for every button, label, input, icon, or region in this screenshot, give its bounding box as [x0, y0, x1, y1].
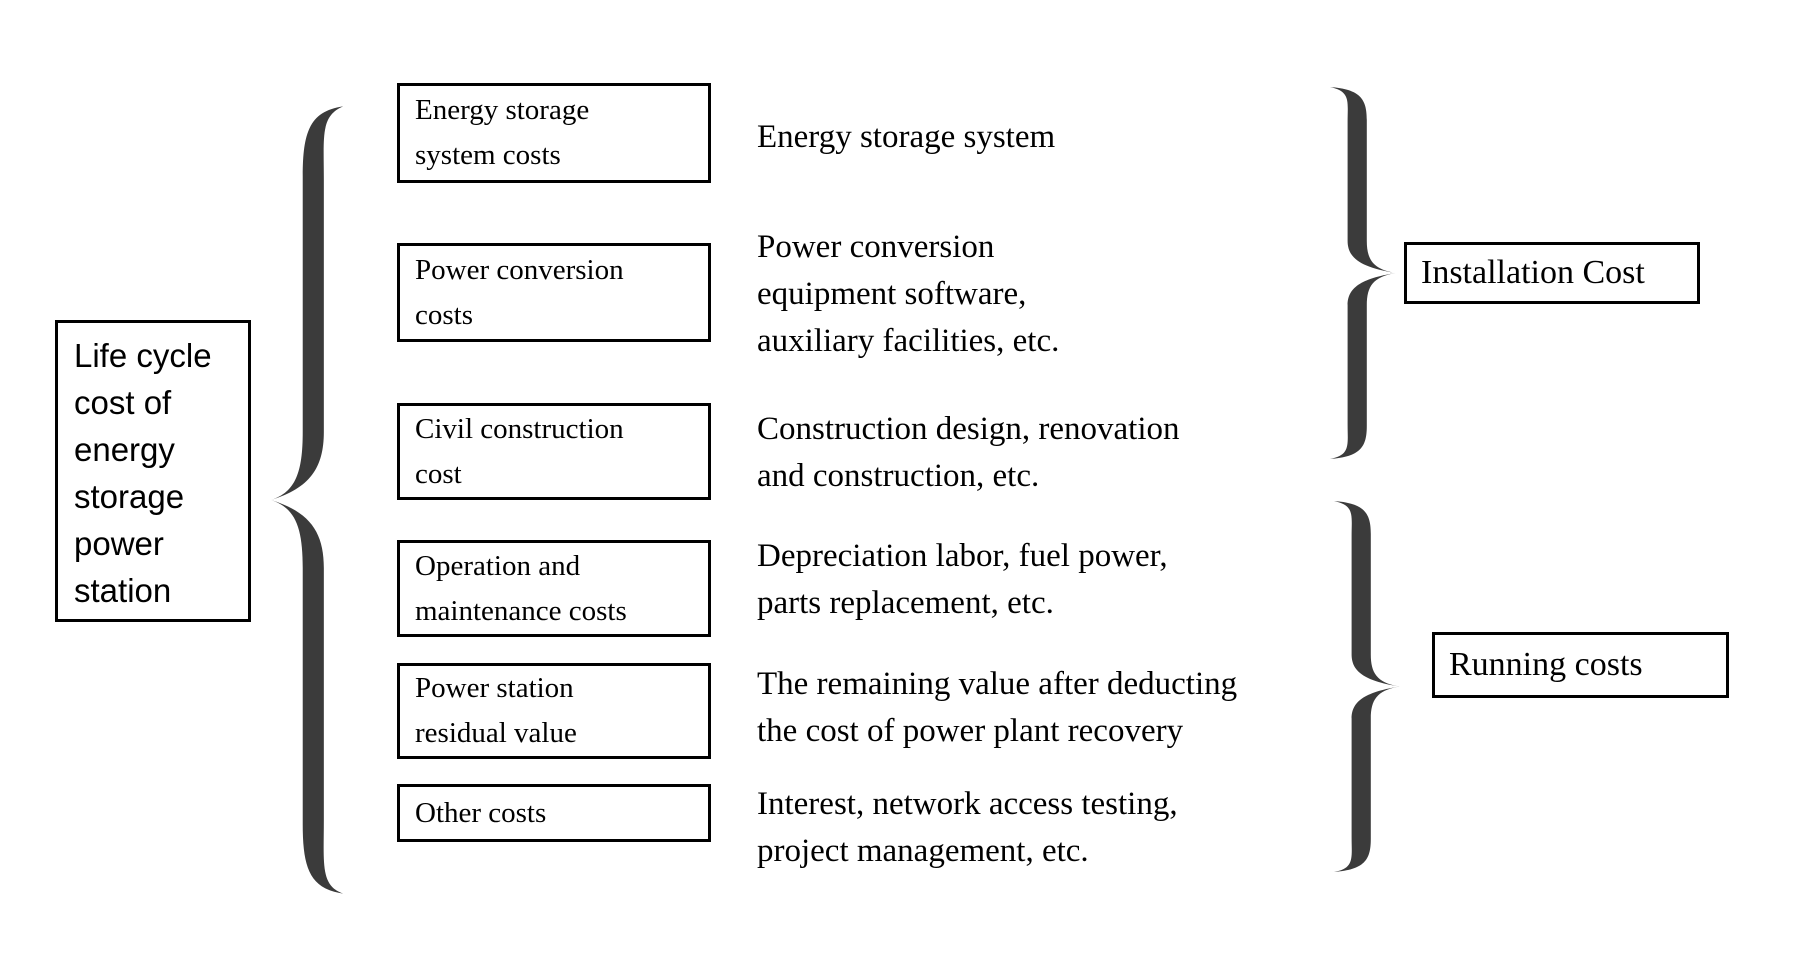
- running-brace-icon: [1334, 501, 1400, 872]
- installation-brace-icon: [1330, 87, 1396, 459]
- description-energy-storage-system: Energy storage system: [757, 119, 1056, 155]
- left-brace-icon: [271, 106, 344, 894]
- group-box-installation-cost: Installation Cost: [1404, 242, 1700, 304]
- item-box-power-conversion-costs: Power conversion costs: [397, 243, 711, 342]
- item-box-energy-storage-system-costs: Energy storage system costs: [397, 83, 711, 183]
- left-brace-shape: [271, 106, 344, 894]
- item-box-power-station-residual-value: Power station residual value: [397, 663, 711, 759]
- running-brace-shape: [1334, 501, 1400, 872]
- description-other-costs: Interest, network access testing, projec…: [757, 786, 1178, 869]
- description-power-conversion: Power conversion equipment software, aux…: [757, 229, 1060, 359]
- description-civil-construction: Construction design, renovation and cons…: [757, 411, 1180, 494]
- description-residual-value: The remaining value after deducting the …: [757, 666, 1238, 749]
- description-operation-maintenance: Depreciation labor, fuel power, parts re…: [757, 538, 1168, 621]
- root-box-life-cycle-cost: Life cycle cost of energy storage power …: [55, 320, 251, 622]
- item-box-operation-maintenance-costs: Operation and maintenance costs: [397, 540, 711, 637]
- group-box-running-costs: Running costs: [1432, 632, 1729, 698]
- item-box-civil-construction-cost: Civil construction cost: [397, 403, 711, 500]
- item-box-other-costs: Other costs: [397, 784, 711, 842]
- installation-brace-shape: [1330, 87, 1396, 459]
